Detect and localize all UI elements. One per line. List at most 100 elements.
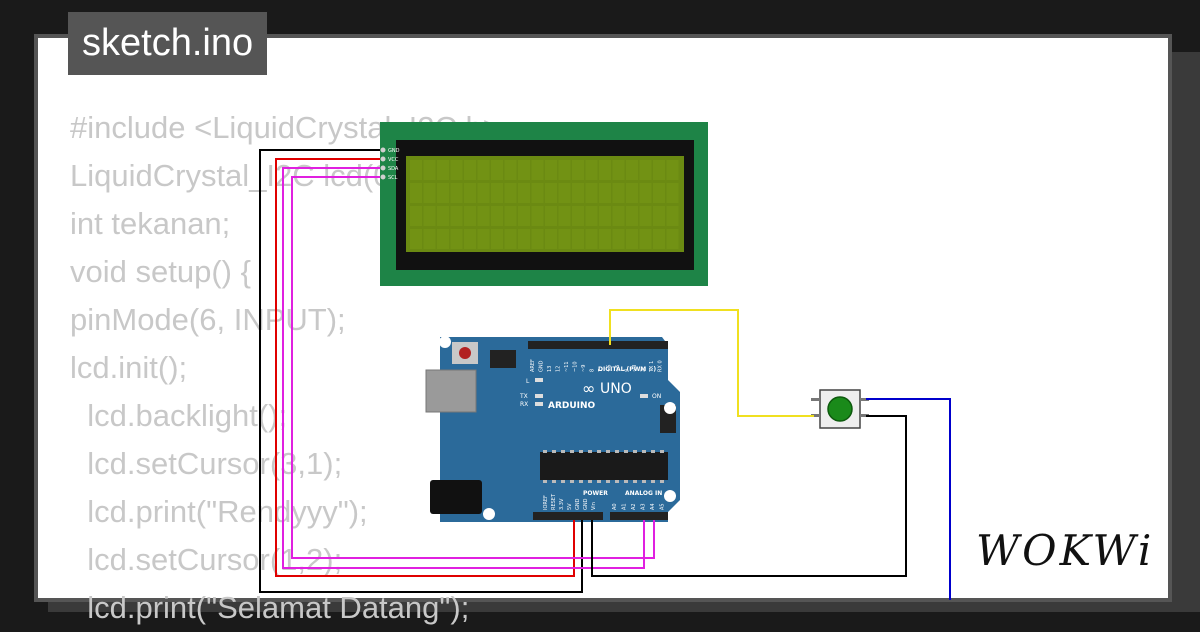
lcd-character-grid — [410, 160, 679, 249]
chip-pin — [561, 450, 565, 453]
led-rx — [535, 402, 543, 406]
lcd-cell — [653, 160, 665, 180]
pin-label: 12 — [556, 366, 562, 372]
lcd-cell — [423, 183, 436, 203]
lcd-cell — [491, 206, 503, 226]
power-label: POWER — [583, 490, 608, 497]
digital-header — [528, 341, 668, 349]
pin-label: GND — [539, 360, 545, 372]
pin-label: AREF — [530, 359, 536, 372]
on-label: ON — [652, 393, 661, 400]
chip-pin — [633, 480, 637, 483]
pin-label: IOREF — [543, 495, 549, 510]
digital-label: DIGITAL (PWM ~) — [598, 366, 656, 373]
power-jack — [430, 480, 482, 514]
lcd-cell — [612, 206, 625, 226]
lcd-cell — [477, 229, 490, 249]
lcd-cell — [572, 183, 584, 203]
lcd-cell — [450, 229, 463, 249]
led-tx — [535, 394, 543, 398]
code-line: lcd.print("Selamat Datang"); — [70, 590, 470, 625]
chip-pin — [552, 480, 556, 483]
pin-label: A3 — [641, 503, 647, 510]
lcd-cell — [599, 229, 611, 249]
pin-label: GND — [575, 498, 581, 510]
pin-label: 5V — [567, 503, 573, 510]
lcd-cell — [423, 206, 436, 226]
lcd-cell — [653, 229, 665, 249]
chip-pin — [543, 480, 547, 483]
led-l — [535, 378, 543, 382]
code-line: int tekanan; — [70, 206, 231, 241]
arduino-uno[interactable]: ∞ UNO ARDUINO DIGITAL (PWM ~) POWER ANAL… — [425, 336, 680, 522]
chip-pin — [570, 480, 574, 483]
lcd-cell — [504, 229, 517, 249]
button-leg — [860, 398, 869, 401]
pin-label: A2 — [631, 503, 637, 510]
pin-label: Vin — [591, 502, 597, 510]
lcd-cell — [531, 229, 544, 249]
lcd-cell — [410, 183, 422, 203]
lcd-cell — [531, 206, 544, 226]
lcd-cell — [518, 229, 530, 249]
lcd-cell — [572, 229, 584, 249]
lcd-cell — [626, 206, 638, 226]
usb-port — [425, 369, 477, 413]
lcd-cell — [464, 183, 476, 203]
mount-hole — [664, 402, 676, 414]
chip-pin — [579, 450, 583, 453]
pin-label: ~10 — [573, 361, 579, 372]
wire-scl — [291, 176, 655, 559]
lcd-cell — [639, 206, 652, 226]
lcd-pin-label: SDA — [388, 166, 399, 172]
l-label: L — [526, 378, 530, 385]
lcd-pin-label: SCL — [388, 175, 398, 181]
power-header — [533, 512, 603, 520]
lcd-cell — [612, 183, 625, 203]
push-button[interactable] — [811, 389, 869, 429]
lcd-cell — [410, 160, 422, 180]
pin-label: A5 — [660, 503, 666, 510]
mount-hole — [664, 490, 676, 502]
pin-label: ~3 — [632, 365, 638, 372]
chip-pin — [615, 480, 619, 483]
code-line: lcd.backlight(); — [70, 398, 288, 433]
chip-pin — [660, 480, 664, 483]
reset-button[interactable] — [459, 347, 471, 359]
mount-hole — [439, 336, 451, 348]
icsp-header — [490, 350, 516, 368]
chip-pin — [624, 450, 628, 453]
lcd-cell — [612, 160, 625, 180]
lcd-cell — [450, 206, 463, 226]
wire-button-gnd — [591, 415, 907, 577]
button-leg — [811, 414, 820, 417]
lcd-cell — [491, 229, 503, 249]
lcd-cell — [666, 206, 679, 226]
button-leg — [860, 414, 869, 417]
pin-label: TX 1 — [649, 361, 655, 373]
lcd-cell — [477, 160, 490, 180]
lcd-module[interactable]: GND VCC SDA SCL — [380, 122, 708, 286]
chip-pin — [552, 450, 556, 453]
sketch-filename: sketch.ino — [68, 12, 268, 75]
lcd-cell — [410, 229, 422, 249]
button-cap — [827, 396, 853, 422]
pin-label: 3.3V — [559, 498, 565, 510]
chip-pin — [588, 450, 592, 453]
lcd-cell — [437, 229, 449, 249]
pin-label: A4 — [650, 503, 656, 510]
lcd-cell — [477, 206, 490, 226]
infinity-logo: ∞ — [582, 379, 595, 398]
code-line: pinMode(6, INPUT); — [70, 302, 346, 337]
button-leg — [811, 398, 820, 401]
lcd-pin-label: VCC — [388, 157, 399, 163]
wires — [259, 149, 951, 600]
lcd-pin-label: GND — [388, 148, 400, 154]
lcd-cell — [464, 229, 476, 249]
lcd-cell — [612, 229, 625, 249]
wire-sda — [282, 167, 645, 569]
chip-pin — [660, 450, 664, 453]
chip-pin — [588, 480, 592, 483]
analog-label: ANALOG IN — [625, 490, 662, 497]
lcd-cell — [599, 183, 611, 203]
